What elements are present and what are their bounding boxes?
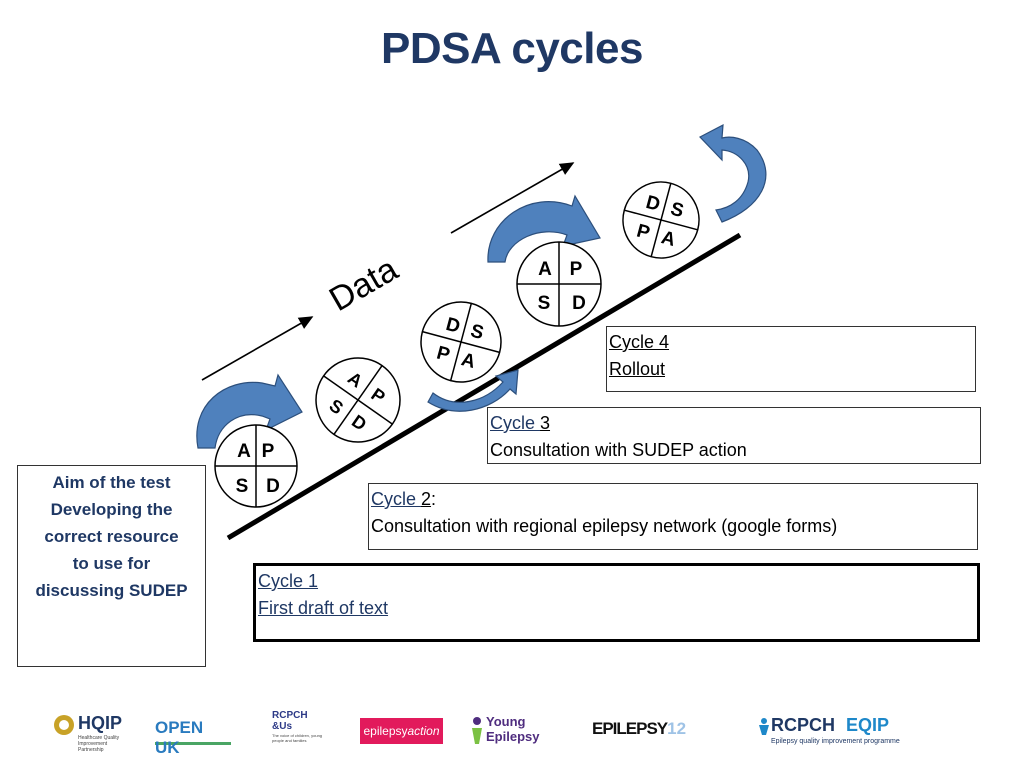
hqip-subtext: Healthcare Quality Improvement Partnersh…	[78, 735, 120, 753]
curved-arrow-2	[427, 369, 519, 412]
cycle-1-link[interactable]: Cycle 1	[258, 571, 319, 591]
aim-box: Aim of the test Developing the correct r…	[17, 465, 206, 667]
letter-p: P	[634, 221, 652, 245]
pdsa-circle-5: D S P A	[622, 181, 700, 259]
openuk-logo: OPEN UK	[155, 718, 231, 757]
cycle-1-box: Cycle 1 First draft of text	[253, 563, 980, 642]
cycle-2-box: Cycle 2: Consultation with regional epil…	[368, 483, 978, 550]
rcpch-us-text: RCPCH	[272, 710, 308, 721]
letter-a: A	[659, 227, 678, 251]
letter-d: D	[644, 192, 663, 216]
epilepsy-action-text-a: epilepsy	[363, 724, 408, 738]
cycle-2-link[interactable]: Cycle	[371, 489, 422, 509]
rcpch-eqip-logo: RCPCH EQIP Epilepsy quality improvement …	[758, 715, 928, 749]
epilepsy12-logo: EPILEPSY12	[592, 719, 687, 743]
letter-a: A	[538, 259, 552, 280]
letter-s: S	[538, 293, 551, 314]
data-arrow-upper	[450, 162, 575, 234]
curved-arrow-4	[699, 123, 767, 223]
young-epilepsy-figure-icon	[472, 717, 482, 744]
curved-arrow-3	[487, 194, 601, 263]
hqip-emblem-icon	[54, 715, 74, 735]
rcpch-eqip-text: RCPCH	[771, 715, 836, 735]
cycle-4-box: Cycle 4 Rollout	[606, 326, 976, 392]
hqip-logo: HQIP Healthcare Quality Improvement Part…	[52, 711, 124, 753]
letter-a: A	[237, 441, 251, 462]
data-label: Data	[323, 250, 404, 319]
letter-p: P	[434, 343, 452, 367]
young-epilepsy-logo: Young Epilepsy	[470, 713, 552, 749]
letter-p: P	[570, 259, 583, 280]
rcpch-us-logo: RCPCH &Us The voice of children, young p…	[272, 710, 332, 750]
aim-line: discussing SUDEP	[35, 581, 188, 600]
cycle-4-desc: Rollout	[609, 359, 666, 379]
rcpch-eqip-text-b: EQIP	[846, 715, 890, 735]
hqip-text: HQIP	[78, 713, 123, 733]
cycle-2-number: 2	[421, 489, 432, 509]
epilepsy-action-text-b: action	[407, 724, 440, 738]
letter-d: D	[444, 314, 463, 338]
rcpch-eqip-subtext: Epilepsy quality improvement programme	[771, 738, 900, 745]
epilepsy12-number: 12	[667, 719, 687, 738]
page-title: PDSA cycles	[381, 24, 643, 73]
cycle-4-title: Cycle 4	[609, 332, 670, 352]
rcpch-us-amp: &Us	[272, 721, 293, 732]
ramp-line	[226, 232, 742, 541]
letter-s: S	[236, 476, 249, 497]
aim-line: correct resource	[44, 527, 179, 546]
letter-d: D	[572, 293, 586, 314]
pdsa-circle-1: A P S D	[214, 424, 298, 508]
aim-line: Aim of the test	[52, 473, 171, 492]
aim-line: to use for	[72, 554, 151, 573]
aim-line: Developing the	[50, 500, 173, 519]
letter-a: A	[459, 349, 478, 373]
cycle-2-desc: Consultation with regional epilepsy netw…	[371, 516, 838, 536]
pdsa-circle-3: D S P A	[420, 301, 502, 383]
epilepsy12-text: EPILEPSY	[592, 719, 668, 738]
cycle-3-desc: Consultation with SUDEP action	[490, 440, 747, 460]
letter-d: D	[266, 476, 280, 497]
data-arrow-lower	[201, 316, 314, 381]
rcpch-us-subtext: The voice of children, young people and …	[272, 733, 323, 743]
young-epilepsy-text-b: Epilepsy	[486, 729, 540, 744]
letter-s: S	[668, 199, 686, 223]
young-epilepsy-text-a: Young	[486, 714, 526, 729]
cycle-3-number: 3	[540, 413, 551, 433]
pdsa-circle-2: A P S D	[315, 357, 401, 443]
openuk-text: OPEN UK	[155, 718, 204, 757]
rcpch-figure-icon	[759, 718, 769, 735]
cycle-3-link[interactable]: Cycle	[490, 413, 541, 433]
cycle-1-desc-link[interactable]: First draft of text	[258, 598, 389, 618]
curved-arrow-1	[196, 373, 303, 449]
letter-p: P	[262, 441, 275, 462]
cycle-3-box: Cycle 3 Consultation with SUDEP action	[487, 407, 981, 464]
letter-s: S	[468, 321, 486, 345]
cycle-2-colon: :	[431, 489, 437, 509]
pdsa-circle-4: A P S D	[516, 241, 602, 327]
